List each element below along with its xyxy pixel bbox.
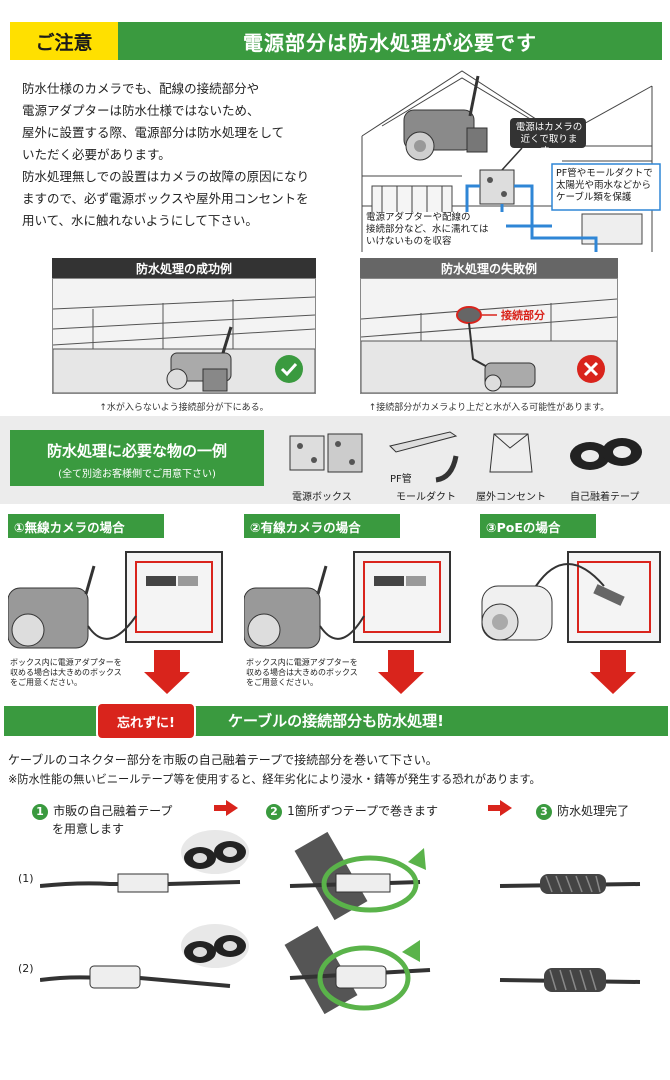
case-note: ボックス内に電源アダプターを 収める場合は大きめのボックス をご用意ください。 — [10, 658, 122, 687]
intro-line: 用いて、水に触れないようにして下さい。 — [22, 213, 258, 228]
section-header: ご注意 電源部分は防水処理が必要です — [10, 22, 662, 60]
items-title: 防水処理に必要な物の一例 — [46, 442, 227, 460]
tape-note: ※防水性能の無いビニールテープ等を使用すると、経年劣化により浸水・錆等が発生する… — [8, 773, 541, 786]
arrow-right-icon — [488, 800, 512, 816]
item-label: モールダクト — [396, 492, 456, 503]
cross-icon — [577, 355, 605, 383]
item-label: 自己融着テープ — [570, 492, 640, 503]
item-tape: 自己融着テープ — [566, 426, 656, 503]
item-label: PF管 — [390, 474, 412, 485]
items-title-box: 防水処理に必要な物の一例 (全て別途お客様側でご用意下さい) — [10, 430, 264, 486]
reminder-banner: 忘れずに! ケーブルの接続部分も防水処理! — [4, 702, 668, 740]
item-label: 屋外コンセント — [476, 492, 546, 503]
intro-line: 電源アダプターは防水仕様ではないため、 — [22, 103, 260, 118]
tape-instructions: ケーブルのコネクター部分を市販の自己融着テープで接続部分を巻いて下さい。 ※防水… — [8, 750, 668, 790]
banner-title: ケーブルの接続部分も防水処理! — [228, 712, 444, 730]
callout-box: 電源アダプターや配線の 接続部分など、水に濡れては いけないものを収容 — [366, 212, 506, 248]
case-wireless-illustration: ボックス内に電源アダプターを 収める場合は大きめのボックス をご用意ください。 — [8, 546, 234, 696]
success-title: 防水処理の成功例 — [52, 258, 316, 278]
case-poe-illustration — [476, 546, 666, 696]
power-box-icon — [289, 433, 363, 473]
row-label: (2) — [18, 962, 34, 975]
item-outdoor-outlet: 屋外コンセント — [476, 426, 556, 503]
intro-line: いただく必要があります。 — [22, 147, 171, 162]
camera-icon — [403, 75, 488, 161]
tape-icon — [570, 438, 642, 470]
intro-line: 防水処理無しでの設置はカメラの故障の原因になり — [22, 169, 310, 184]
tape-steps-illustration — [40, 826, 670, 1066]
check-icon — [275, 355, 303, 383]
case-label-wireless: ①無線カメラの場合 — [8, 514, 164, 538]
failure-example: 防水処理の失敗例 接続部分 ↑接続部分がカメラより上だと水が入る可能性があります… — [360, 258, 618, 413]
conduit-icon — [389, 431, 459, 483]
step-number: 3 — [536, 803, 552, 820]
success-image — [52, 278, 316, 394]
case-label-wired: ②有線カメラの場合 — [244, 514, 400, 538]
callout-conduit: PF管やモールダクトで 太陽光や雨水などから ケーブル類を保護 — [556, 168, 653, 203]
case-note: ボックス内に電源アダプターを 収める場合は大きめのボックス をご用意ください。 — [246, 658, 358, 687]
failure-image: 接続部分 — [360, 278, 618, 394]
items-subtitle: (全て別途お客様側でご用意下さい) — [58, 469, 216, 480]
step-text: 市販の自己融着テープ — [53, 804, 173, 818]
house-diagram: 電源はカメラの 近くで取ります。 PF管やモールダクトで 太陽光や雨水などから … — [352, 66, 662, 252]
intro-text: 防水仕様のカメラでも、配線の接続部分や 電源アダプターは防水仕様ではないため、 … — [22, 78, 352, 232]
step-number: 1 — [32, 803, 48, 820]
failure-title: 防水処理の失敗例 — [360, 258, 618, 278]
step-3: 3 防水処理完了 — [536, 800, 666, 820]
step-text: 1箇所ずつテープで巻きます — [287, 804, 439, 818]
outlet-icon — [489, 433, 533, 473]
intro-line: 防水仕様のカメラでも、配線の接続部分や — [22, 81, 260, 96]
intro-line: ますので、必ず電源ボックスや屋外用コンセントを — [22, 191, 309, 206]
intro-line: 屋外に設置する際、電源部分は防水処理をして — [22, 125, 285, 140]
case-wired-illustration: ボックス内に電源アダプターを 収める場合は大きめのボックス をご用意ください。 — [244, 546, 470, 696]
page-title: 電源部分は防水処理が必要です — [118, 22, 662, 60]
step-text: 防水処理完了 — [557, 804, 630, 818]
item-conduit: PF管 モールダクト — [386, 426, 466, 503]
step-number: 2 — [266, 803, 282, 820]
row-label: (1) — [18, 872, 34, 885]
item-label: 電源ボックス — [292, 492, 352, 503]
case-label-poe: ③PoEの場合 — [480, 514, 596, 538]
item-power-box: 電源ボックス — [286, 426, 366, 503]
step-1: 1 市販の自己融着テープ を用意します — [32, 800, 232, 837]
arrow-right-icon — [214, 800, 238, 816]
warning-label: ご注意 — [10, 22, 118, 60]
step-text: を用意します — [52, 821, 125, 836]
step-2: 2 1箇所ずつテープで巻きます — [266, 800, 486, 820]
tape-line: ケーブルのコネクター部分を市販の自己融着テープで接続部分を巻いて下さい。 — [8, 753, 438, 767]
items-section: 防水処理に必要な物の一例 (全て別途お客様側でご用意下さい) 電源ボックス PF… — [0, 416, 670, 504]
success-example: 防水処理の成功例 ↑水が入らないよう接続部分が下にある。 — [52, 258, 316, 413]
failure-label: 接続部分 — [501, 309, 545, 322]
callout-camera: 電源はカメラの 近くで取ります。 — [515, 122, 583, 157]
failure-caption: ↑接続部分がカメラより上だと水が入る可能性があります。 — [368, 403, 610, 413]
success-caption: ↑水が入らないよう接続部分が下にある。 — [99, 403, 269, 413]
reminder-badge: 忘れずに! — [96, 702, 196, 740]
